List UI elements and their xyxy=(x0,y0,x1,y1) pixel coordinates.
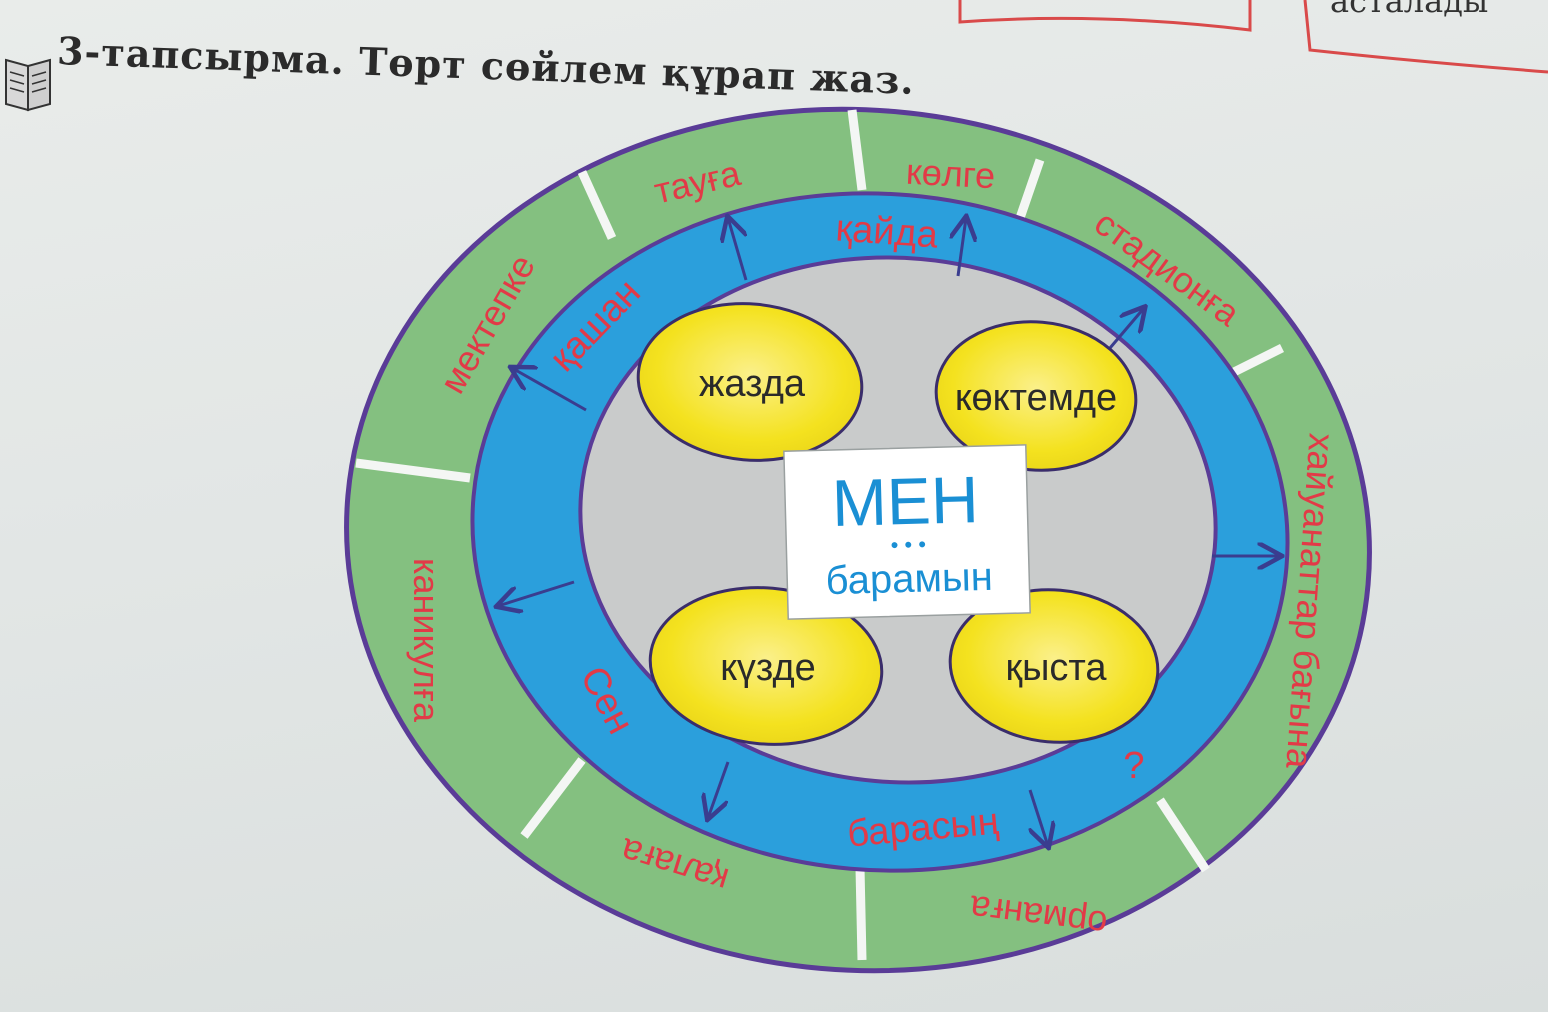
center-verb: барамын xyxy=(825,555,993,603)
middle-word-qayda: қайда xyxy=(834,208,940,257)
center-pronoun: МЕН xyxy=(831,462,980,540)
season-label-qysta: қыста xyxy=(1005,647,1107,689)
top-right-text: асталады xyxy=(1330,0,1489,20)
middle-question-mark: ? xyxy=(1123,745,1144,787)
red-frame-left xyxy=(958,0,1252,32)
arrow-to-orman xyxy=(1030,789,1048,846)
arrow-to-stadion xyxy=(1108,308,1144,349)
outer-word-kolge: көлге xyxy=(905,151,996,197)
book-icon xyxy=(5,58,51,112)
season-jazda: жазда xyxy=(636,302,864,462)
arrow-to-kolge xyxy=(958,218,966,277)
season-label-kuzde: күзде xyxy=(720,647,816,689)
center-box: МЕН • • • барамын xyxy=(783,444,1031,620)
arrows xyxy=(498,218,1280,846)
season-label-koktemde: көктемде xyxy=(955,377,1117,419)
arrow-to-qala xyxy=(708,761,730,818)
season-qysta: қыста xyxy=(948,588,1160,744)
season-koktemde: көктемде xyxy=(934,320,1138,472)
season-label-jazda: жазда xyxy=(699,363,806,405)
center-dots: • • • xyxy=(890,532,926,558)
outer-ring-separators xyxy=(355,109,1285,961)
arrow-to-taugha xyxy=(728,218,748,281)
season-kuzde: күзде xyxy=(648,586,884,746)
arrow-to-kanikul xyxy=(498,580,575,606)
red-frame-right xyxy=(1303,0,1548,74)
arrow-to-mektep xyxy=(512,368,587,412)
outer-word-kanikul: каникулға xyxy=(406,558,447,723)
